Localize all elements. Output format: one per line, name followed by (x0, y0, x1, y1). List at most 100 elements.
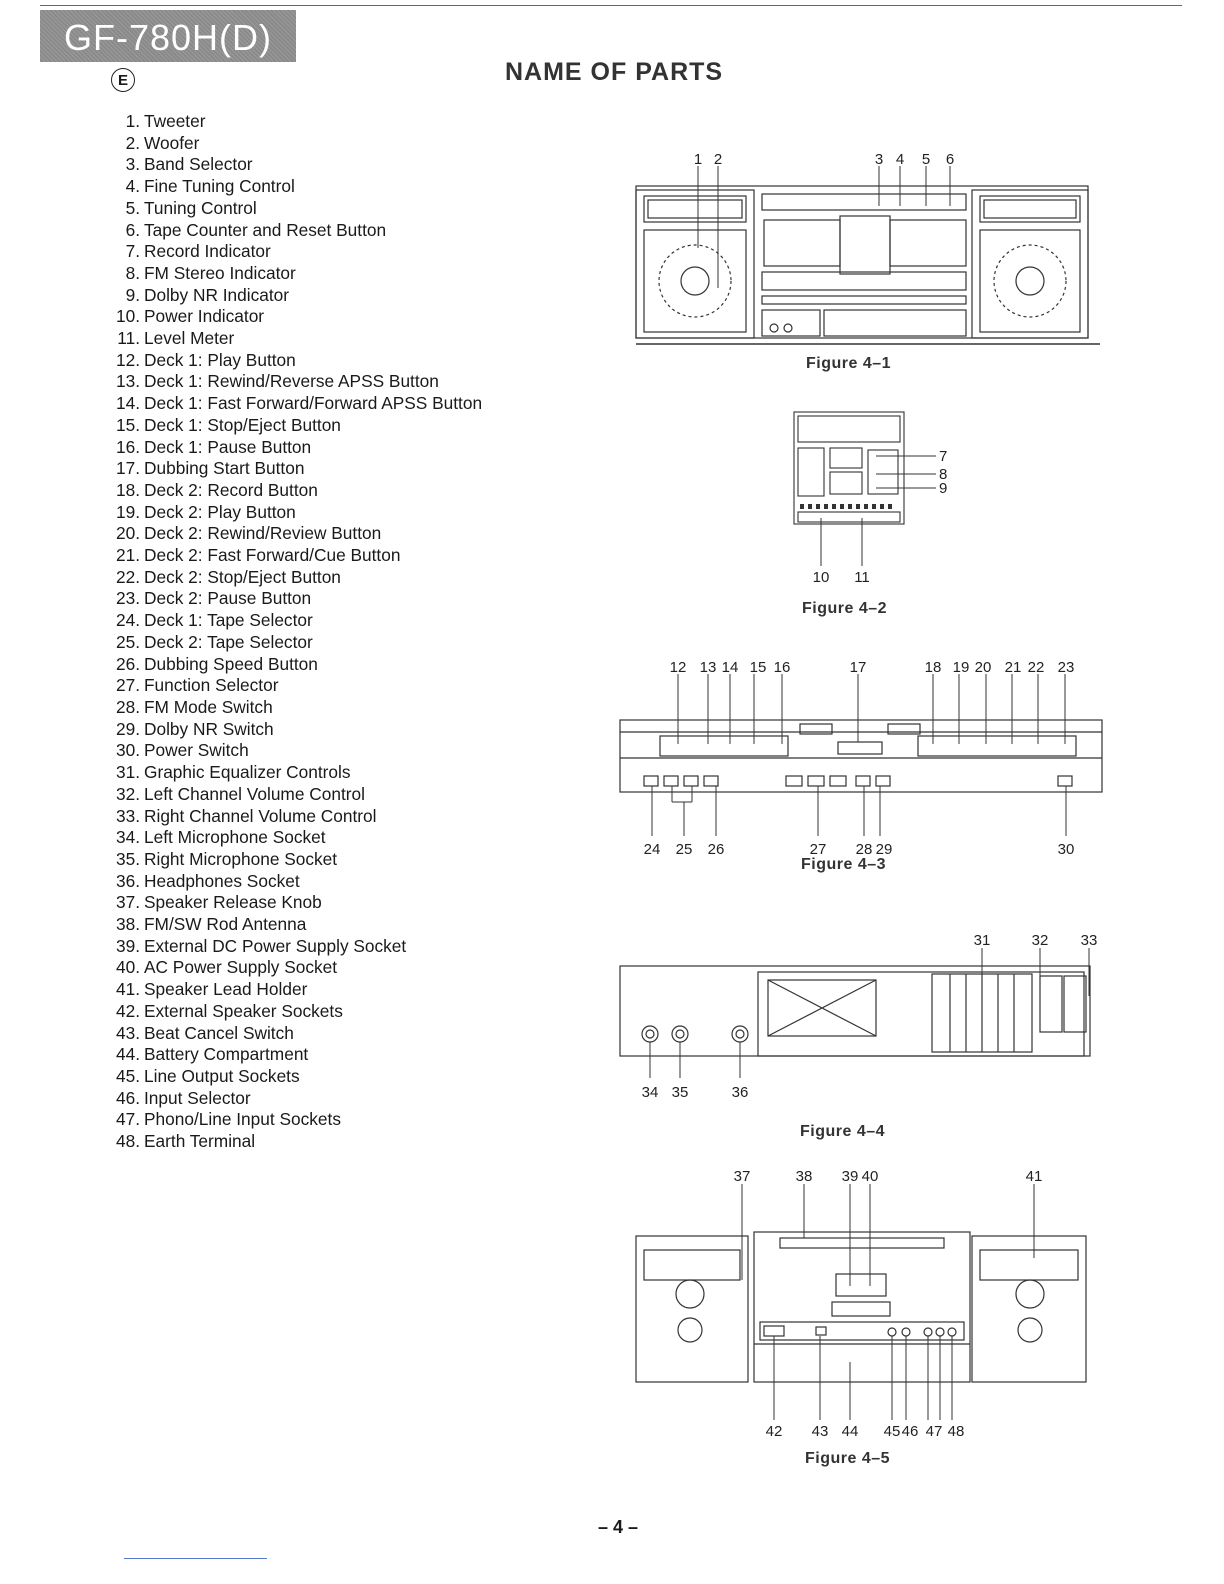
part-item: 6.Tape Counter and Reset Button (100, 220, 482, 242)
callout-5: 5 (922, 151, 930, 168)
part-label: Woofer (144, 132, 200, 153)
part-item: 8.FM Stereo Indicator (100, 263, 482, 285)
part-label: Dubbing Start Button (144, 458, 305, 479)
part-label: FM Mode Switch (144, 696, 273, 717)
part-number: 1. (125, 111, 140, 131)
part-number: 45. (115, 1065, 140, 1086)
callout-40: 40 (862, 1168, 879, 1185)
callout-16: 16 (774, 659, 791, 676)
callout-8: 8 (939, 466, 947, 483)
part-label: Right Microphone Socket (144, 848, 338, 869)
part-label: Line Output Sockets (144, 1065, 300, 1086)
part-label: FM/SW Rod Antenna (144, 914, 307, 935)
page-number: – 4 – (598, 1517, 639, 1537)
part-item: 13.Deck 1: Rewind/Reverse APSS Button (100, 371, 482, 393)
part-number: 38. (115, 914, 140, 935)
part-item: 2.Woofer (100, 133, 482, 155)
part-label: Beat Cancel Switch (144, 1022, 294, 1043)
part-number: 3. (125, 154, 140, 175)
callout-47: 47 (926, 1423, 943, 1440)
callout-35: 35 (672, 1084, 689, 1101)
figure-4-2: 7 8 9 10 11 (793, 411, 947, 586)
part-label: Left Microphone Socket (144, 827, 326, 848)
callout-31: 31 (974, 932, 991, 949)
callout-14: 14 (722, 659, 739, 676)
part-item: 10.Power Indicator (100, 306, 482, 328)
part-label: Band Selector (144, 154, 253, 175)
part-label: External DC Power Supply Socket (144, 935, 407, 956)
figure-4-3: 12 13 14 15 16 17 18 19 20 21 22 23 24 2… (619, 659, 1103, 858)
callout-15: 15 (750, 659, 767, 676)
part-item: 40.AC Power Supply Socket (100, 957, 482, 979)
part-label: Deck 2: Fast Forward/Cue Button (144, 545, 401, 566)
part-number: 4. (125, 176, 140, 197)
part-number: 22. (115, 566, 140, 587)
callout-43: 43 (812, 1423, 829, 1440)
part-label: Speaker Lead Holder (144, 979, 308, 1000)
part-label: Record Indicator (144, 241, 271, 262)
callout-2: 2 (714, 151, 722, 168)
part-item: 39.External DC Power Supply Socket (100, 936, 482, 958)
part-number: 15. (115, 414, 140, 435)
callout-36: 36 (732, 1084, 749, 1101)
part-number: 20. (115, 523, 140, 544)
part-label: Input Selector (144, 1087, 251, 1108)
callout-28: 28 (856, 841, 873, 858)
part-label: Deck 2: Rewind/Review Button (144, 523, 382, 544)
part-number: 26. (115, 653, 140, 674)
part-number: 24. (115, 610, 140, 631)
part-label: Fine Tuning Control (144, 176, 295, 197)
part-number: 34. (115, 827, 140, 848)
callout-32: 32 (1032, 932, 1049, 949)
part-number: 17. (115, 458, 140, 479)
part-label: Deck 2: Stop/Eject Button (144, 566, 341, 587)
part-label: Power Indicator (144, 306, 265, 327)
part-item: 36.Headphones Socket (100, 871, 482, 893)
part-label: Headphones Socket (144, 870, 300, 891)
part-item: 37.Speaker Release Knob (100, 892, 482, 914)
part-number: 37. (115, 892, 140, 913)
callout-44: 44 (842, 1423, 859, 1440)
part-item: 11.Level Meter (100, 328, 482, 350)
part-item: 38.FM/SW Rod Antenna (100, 914, 482, 936)
callout-21: 21 (1005, 659, 1022, 676)
callout-23: 23 (1058, 659, 1075, 676)
part-item: 18.Deck 2: Record Button (100, 480, 482, 502)
callout-18: 18 (925, 659, 942, 676)
part-label: AC Power Supply Socket (144, 957, 338, 978)
model-banner: GF-780H(D) (40, 10, 296, 62)
callout-9: 9 (939, 480, 947, 497)
part-item: 42.External Speaker Sockets (100, 1001, 482, 1023)
part-label: Power Switch (144, 740, 249, 761)
callout-26: 26 (708, 841, 725, 858)
callout-29: 29 (876, 841, 893, 858)
part-number: 39. (115, 935, 140, 956)
part-number: 35. (115, 848, 140, 869)
callout-38: 38 (796, 1168, 813, 1185)
part-number: 19. (115, 501, 140, 522)
part-number: 28. (115, 696, 140, 717)
part-label: FM Stereo Indicator (144, 262, 296, 283)
part-number: 43. (115, 1022, 140, 1043)
part-label: Deck 1: Stop/Eject Button (144, 414, 341, 435)
part-number: 8. (125, 262, 140, 283)
part-item: 48.Earth Terminal (100, 1131, 482, 1153)
callout-3: 3 (875, 151, 883, 168)
part-item: 44.Battery Compartment (100, 1044, 482, 1066)
part-item: 20.Deck 2: Rewind/Review Button (100, 523, 482, 545)
part-item: 14.Deck 1: Fast Forward/Forward APSS But… (100, 393, 482, 415)
part-item: 9.Dolby NR Indicator (100, 285, 482, 307)
part-label: Dolby NR Switch (144, 718, 274, 739)
part-number: 40. (115, 957, 140, 978)
part-item: 46.Input Selector (100, 1088, 482, 1110)
part-item: 43.Beat Cancel Switch (100, 1023, 482, 1045)
part-label: Tuning Control (144, 197, 257, 218)
callout-12: 12 (670, 659, 687, 676)
part-label: External Speaker Sockets (144, 1000, 343, 1021)
part-number: 46. (115, 1087, 140, 1108)
part-label: Earth Terminal (144, 1131, 256, 1152)
part-number: 16. (115, 436, 140, 457)
part-label: Deck 1: Play Button (144, 349, 296, 370)
part-item: 4.Fine Tuning Control (100, 176, 482, 198)
part-label: Deck 2: Tape Selector (144, 631, 313, 652)
